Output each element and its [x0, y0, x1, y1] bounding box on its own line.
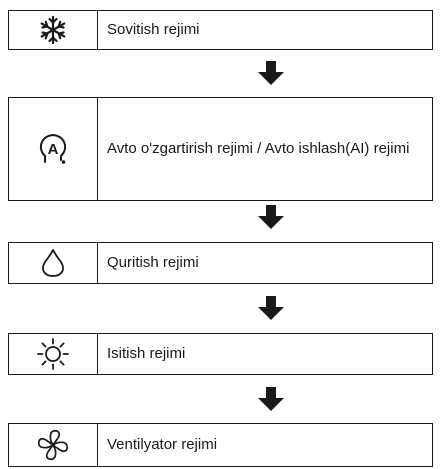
water-drop-icon	[42, 249, 64, 277]
mode-row-dry: Quritish rejimi	[8, 242, 433, 284]
arrow-down-icon	[258, 387, 284, 411]
arrow-down-icon	[258, 205, 284, 229]
auto-mode-letter: A	[48, 141, 59, 158]
mode-label: Isitish rejimi	[107, 345, 186, 362]
arrow-down-icon	[258, 296, 284, 320]
mode-label: Quritish rejimi	[107, 254, 199, 271]
snowflake-icon	[40, 15, 66, 45]
fan-icon	[37, 429, 69, 461]
auto-mode-icon: A	[39, 133, 67, 164]
mode-label: Ventilyator rejimi	[107, 436, 218, 453]
mode-icon-cell: A	[9, 98, 98, 200]
mode-row-cooling: Sovitish rejimi	[8, 10, 433, 50]
mode-label: Avto o'zgartirish rejimi / Avto ishlash(…	[107, 140, 410, 157]
mode-icon-cell	[9, 11, 98, 49]
mode-row-auto: A Avto o'zgartirish rejimi / Avto ishlas…	[8, 97, 433, 201]
mode-icon-cell	[9, 334, 98, 374]
sun-icon	[37, 338, 69, 370]
arrow-down-icon	[258, 61, 284, 85]
mode-icon-cell	[9, 243, 98, 283]
mode-row-fan: Ventilyator rejimi	[8, 423, 433, 467]
mode-label: Sovitish rejimi	[107, 21, 200, 38]
mode-icon-cell	[9, 424, 98, 466]
mode-row-heating: Isitish rejimi	[8, 333, 433, 375]
